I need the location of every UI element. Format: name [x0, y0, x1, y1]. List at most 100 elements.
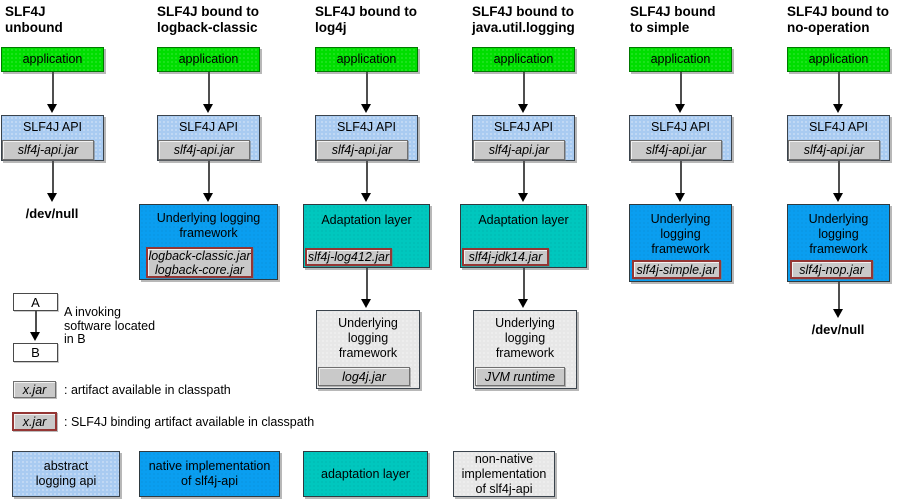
color-legend-native-implementation-label: native implementation [148, 459, 271, 473]
java-util-logging-arrow-3-head [518, 299, 528, 308]
logback-classic-title-line: logback-classic [157, 20, 258, 35]
logback-classic-jar-text: logback-classic.jar [148, 248, 251, 263]
legend-arrow-head [30, 332, 40, 341]
simple-arrow-2 [675, 161, 686, 202]
java-util-logging-arrow-3-shaft [522, 268, 525, 300]
legend-invocation-note-line: software located [64, 318, 156, 333]
color-legend-adaptation-layer-label: adaptation layer [321, 466, 410, 481]
no-operation-arrow-3 [833, 282, 844, 318]
java-util-logging-slf4j-api-box: SLF4J API slf4j-api.jar [472, 115, 575, 161]
java-util-logging-title-line: SLF4J bound to [472, 4, 574, 19]
java-util-logging-jar-label: slf4j-api.jar [473, 140, 565, 160]
log4j-underlying-framework-box-label: Underlying [338, 316, 398, 330]
simple-underlying-framework-box-label: framework [651, 242, 710, 256]
logback-classic-jar-text: slf4j-api.jar [173, 143, 235, 157]
no-operation-devnull-label: /dev/null [811, 322, 865, 337]
simple-arrow-2-head [675, 193, 685, 202]
log4j-slf4j-api-box-label: SLF4J API [336, 120, 397, 134]
simple-application-box-label: application [650, 52, 711, 66]
unbound-devnull-label: /dev/null [25, 206, 79, 221]
no-operation-jar-label: slf4j-api.jar [788, 140, 880, 160]
unbound-slf4j-api-box-label: SLF4J API [22, 120, 83, 134]
log4j-arrow-3-shaft [365, 268, 368, 300]
java-util-logging-arrow-1 [518, 72, 529, 113]
legend-jar-plain-desc: : artifact available in classpath [64, 383, 231, 397]
logback-classic-jar-text: logback-core.jar [155, 262, 244, 277]
java-util-logging-underlying-framework-box-label: Underlying [495, 316, 555, 330]
java-util-logging-jar-label: JVM runtime [475, 367, 565, 386]
no-operation-title-line: SLF4J bound to [787, 4, 889, 19]
no-operation-underlying-framework-box-label: Underlying [808, 212, 869, 226]
log4j-title-line: log4j [315, 20, 347, 35]
log4j-jar-label: log4j.jar [318, 367, 410, 386]
java-util-logging-jar-text: slf4j-api.jar [488, 143, 550, 157]
no-operation-application-box: application [787, 47, 890, 72]
unbound-arrow-1 [47, 72, 58, 113]
log4j-arrow-3 [361, 268, 372, 308]
logback-classic-arrow-2-shaft [207, 161, 210, 194]
no-operation-jar-text: slf4j-api.jar [803, 143, 865, 157]
no-operation-arrow-1 [833, 72, 844, 113]
simple-arrow-2-shaft [679, 161, 682, 194]
logback-classic-underlying-framework-box-label: framework [179, 226, 238, 240]
simple-application-box: application [629, 47, 732, 72]
no-operation-arrow-3-head [833, 309, 843, 318]
legend-jar-binding-desc: : SLF4J binding artifact available in cl… [64, 415, 315, 429]
unbound-jar-text: slf4j-api.jar [17, 143, 79, 157]
legend-invocation-note-line: A invoking [64, 305, 121, 319]
color-legend-abstract-logging-api-label: abstract [43, 459, 89, 473]
java-util-logging-arrow-2-head [518, 193, 528, 202]
simple-arrow-1-head [675, 104, 685, 113]
logback-classic-application-box: application [157, 47, 260, 72]
color-legend-adaptation-layer: adaptation layer [303, 451, 428, 497]
logback-classic-slf4j-api-box-label: SLF4J API [178, 120, 239, 134]
no-operation-arrow-1-head [833, 104, 843, 113]
logback-classic-arrow-2 [203, 161, 214, 202]
logback-classic-title-line: SLF4J bound to [157, 4, 259, 19]
no-operation-arrow-3-shaft [837, 282, 840, 310]
color-legend-non-native-implementation-label: non-native [474, 451, 534, 466]
java-util-logging-jar-text: slf4j-jdk14.jar [468, 250, 543, 264]
no-operation-title-line: no-operation [787, 20, 870, 35]
simple-arrow-1 [675, 72, 686, 113]
log4j-arrow-1-shaft [365, 72, 368, 105]
no-operation-binding-jar-label: slf4j-nop.jar [790, 260, 873, 279]
unbound-jar-label: slf4j-api.jar [2, 140, 94, 160]
simple-arrow-1-shaft [679, 72, 682, 105]
no-operation-application-box-label: application [808, 52, 869, 66]
java-util-logging-application-box: application [472, 47, 575, 72]
log4j-jar-label: slf4j-api.jar [316, 140, 408, 160]
log4j-underlying-framework-box-label: framework [338, 346, 398, 360]
log4j-jar-text: slf4j-log412.jar [307, 250, 390, 264]
unbound-arrow-2-shaft [51, 161, 54, 194]
unbound-application-box-label: application [22, 52, 83, 66]
unbound-arrow-2-head [47, 193, 57, 202]
log4j-arrow-1 [361, 72, 372, 113]
unbound-arrow-1-shaft [51, 72, 54, 105]
log4j-adaptation-layer-box-label: Adaptation layer [321, 213, 412, 227]
legend-box-a: A [13, 293, 58, 311]
unbound-arrow-2 [47, 161, 58, 202]
log4j-adaptation-layer-box: Adaptation layer slf4j-log412.jar [303, 204, 430, 268]
simple-slf4j-api-box-label: SLF4J API [650, 120, 711, 134]
color-legend-non-native-implementation-label: of slf4j-api [475, 481, 533, 496]
java-util-logging-arrow-2 [518, 161, 529, 202]
java-util-logging-arrow-3 [518, 268, 529, 308]
java-util-logging-slf4j-api-box-label: SLF4J API [493, 120, 554, 134]
log4j-arrow-1-head [361, 104, 371, 113]
simple-title-line: to simple [630, 20, 690, 35]
logback-classic-arrow-1-shaft [207, 72, 210, 105]
log4j-jar-text: log4j.jar [342, 369, 386, 384]
legend-jar-plain: x.jar [13, 381, 56, 398]
